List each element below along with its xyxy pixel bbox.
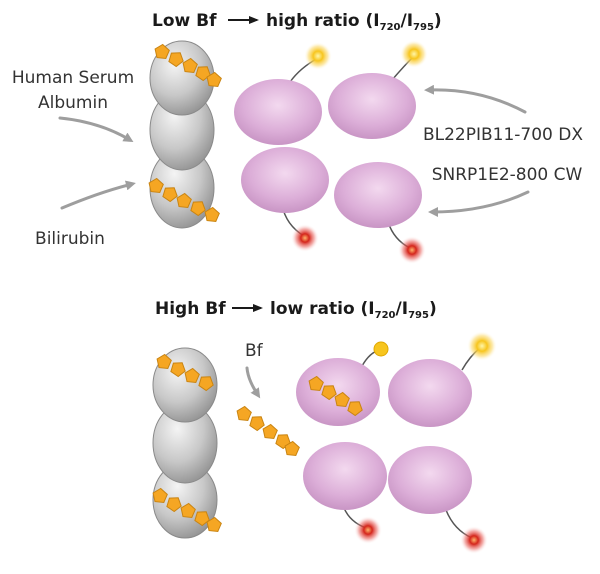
bound-bilirubin-chain-icon	[308, 375, 363, 417]
probe-bright-1	[388, 331, 497, 427]
bottom-heading: High Bf low ratio (I720/I795)	[155, 299, 437, 321]
red-fluorophore-icon	[354, 516, 382, 544]
top-heading-left: Low Bf	[152, 11, 217, 31]
pentagon-ring-icon	[204, 206, 220, 223]
pentagon-ring-icon	[184, 367, 200, 384]
label-hsa-line1: Human Serum	[12, 68, 134, 88]
red-fluorophore-icon	[398, 236, 426, 264]
pentagon-ring-icon	[206, 516, 222, 533]
pentagon-ring-icon	[154, 43, 170, 60]
bottom-ratio-text: low ratio (I	[270, 299, 375, 319]
probe-ellipse-icon	[303, 442, 387, 510]
label-green-probe: BL22PIB11-700 DX	[423, 125, 583, 145]
pentagon-ring-icon	[168, 52, 184, 68]
bottom-ratio-sub1: 720	[375, 310, 396, 321]
top-ratio-text: high ratio (I	[266, 11, 380, 31]
probe-ellipse-icon	[328, 73, 416, 139]
bilirubin-chain-icon	[154, 43, 222, 88]
pentagon-ring-icon	[249, 416, 265, 432]
probe-ellipse-icon	[388, 359, 472, 427]
bottom-heading-left: High Bf	[155, 299, 226, 319]
arrow-to-green-probe-icon	[424, 84, 527, 114]
bilirubin-chain-icon	[148, 177, 220, 223]
pentagon-ring-icon	[236, 405, 252, 422]
arrow-to-bilirubin-icon	[60, 180, 136, 210]
pentagon-ring-icon	[156, 353, 172, 370]
label-bilirubin: Bilirubin	[35, 229, 105, 249]
arrow-to-albumin-icon	[58, 116, 134, 143]
yellow-fluorophore-icon	[304, 42, 332, 70]
pentagon-ring-icon	[194, 511, 210, 527]
pentagon-ring-icon	[148, 177, 164, 194]
label-bf: Bf	[245, 341, 264, 361]
red-fluorophore-icon	[291, 224, 319, 252]
yellow-fluorophore-icon	[373, 341, 389, 357]
pentagon-ring-icon	[321, 385, 337, 401]
pentagon-ring-icon	[180, 502, 196, 519]
probe-ellipse-icon	[234, 79, 322, 145]
probe-green-2	[328, 40, 428, 139]
top-heading-ratio: high ratio (I720/I795)	[266, 11, 442, 33]
label-hsa-line2: Albumin	[38, 93, 108, 113]
bottom-ratio-close: )	[429, 299, 437, 319]
bilirubin-chain-icon	[156, 353, 214, 392]
pentagon-ring-icon	[152, 487, 168, 504]
bilirubin-chain-icon	[152, 487, 222, 533]
top-ratio-sub1: 720	[380, 22, 401, 33]
pentagon-ring-icon	[190, 201, 206, 217]
probe-red-1	[241, 147, 329, 252]
probe-ellipse-icon	[334, 162, 422, 228]
pentagon-ring-icon	[198, 376, 214, 392]
bottom-ratio-sub2: 795	[408, 310, 429, 321]
probe-ellipse-icon	[296, 358, 380, 426]
probe-green-1	[234, 42, 332, 145]
probe-ellipse-icon	[388, 446, 472, 514]
pentagon-ring-icon	[162, 187, 178, 203]
pentagon-ring-icon	[206, 71, 222, 88]
pentagon-ring-icon	[176, 192, 192, 209]
bottom-panel: High Bf low ratio (I720/I795) Bf	[152, 299, 497, 554]
top-ratio-sub2: 795	[413, 22, 434, 33]
top-ratio-close: )	[434, 11, 442, 31]
pentagon-ring-icon	[308, 375, 324, 392]
arrow-to-red-probe-icon	[428, 190, 530, 217]
pentagon-ring-icon	[334, 391, 350, 408]
top-heading: Low Bf high ratio (I720/I795)	[152, 11, 442, 33]
bottom-ratio-slash: /I	[396, 299, 409, 319]
pentagon-ring-icon	[170, 362, 186, 378]
free-bilirubin-chain-icon	[236, 405, 300, 457]
bottom-heading-ratio: low ratio (I720/I795)	[270, 299, 437, 321]
probe-red-4	[388, 446, 488, 554]
probe-red-2	[334, 162, 426, 264]
pentagon-ring-icon	[284, 440, 300, 457]
pentagon-ring-icon	[166, 497, 182, 513]
pentagon-ring-icon	[182, 57, 198, 74]
top-ratio-slash: /I	[401, 11, 414, 31]
arrow-bf-release-icon	[245, 366, 261, 399]
yellow-fluorophore-icon	[400, 40, 428, 68]
probe-ellipse-icon	[241, 147, 329, 213]
yellow-fluorophore-icon	[467, 331, 497, 361]
red-fluorophore-icon	[460, 526, 488, 554]
pentagon-ring-icon	[347, 401, 363, 417]
pentagon-ring-icon	[262, 423, 278, 440]
top-panel: Low Bf high ratio (I720/I795) Human Seru…	[12, 11, 583, 264]
probe-red-3	[303, 442, 387, 544]
label-red-probe: SNRP1E2-800 CW	[432, 165, 583, 185]
